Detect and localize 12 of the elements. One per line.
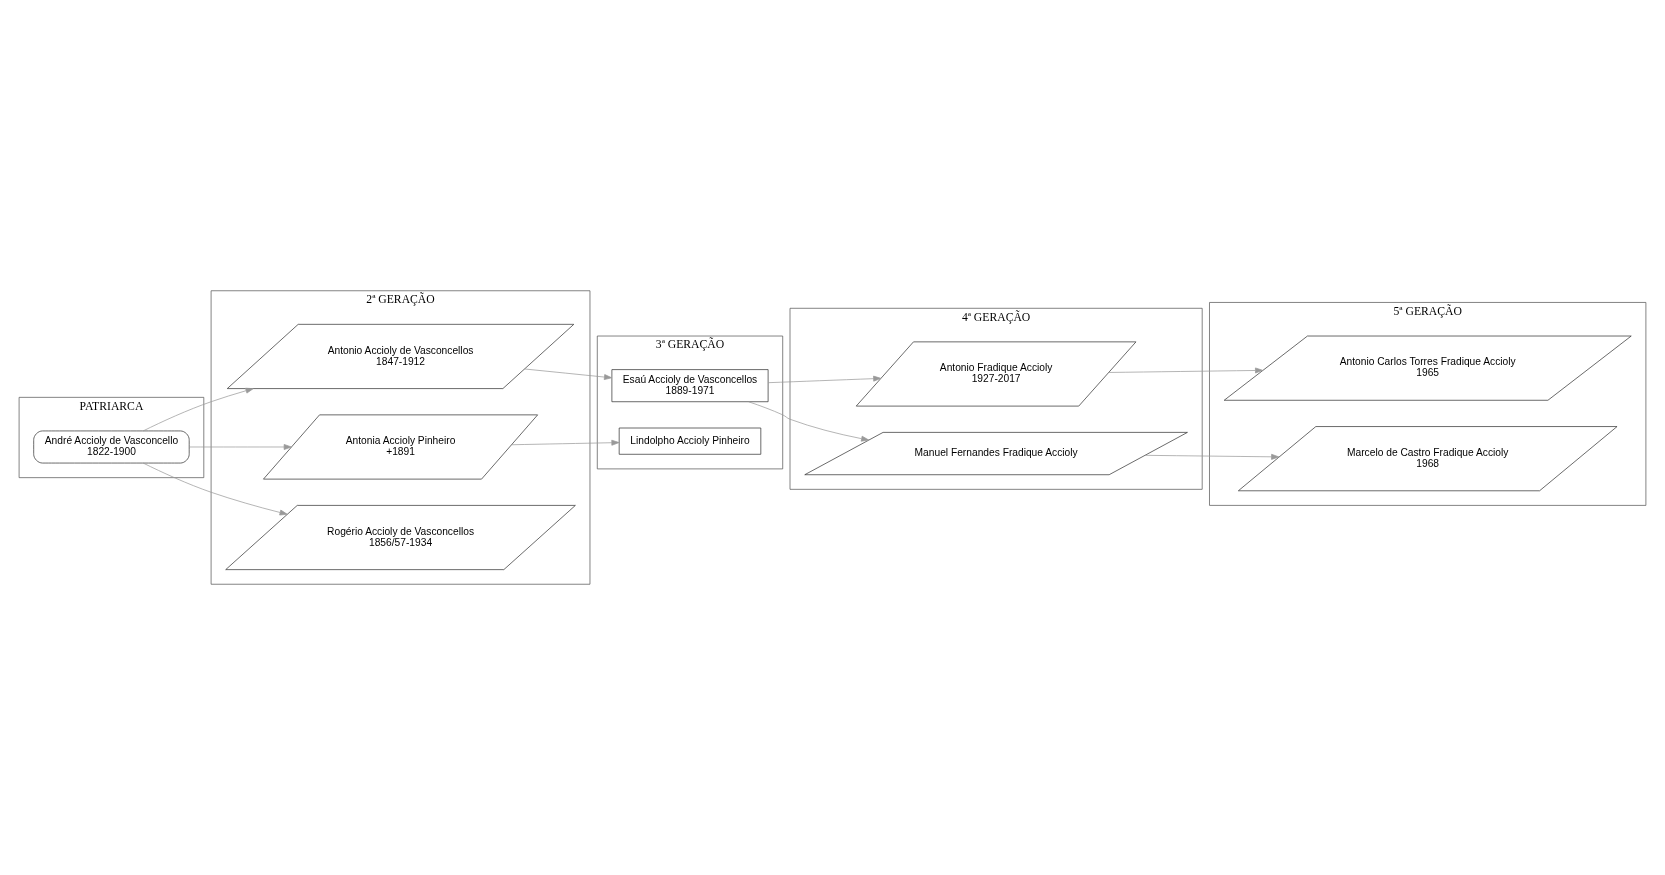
arrow bbox=[1108, 367, 1264, 374]
arrow bbox=[188, 444, 292, 450]
arrow bbox=[748, 401, 870, 442]
node-box: André Accioly de Vasconcello 1822-1900 bbox=[33, 430, 190, 464]
arrow bbox=[524, 368, 613, 380]
node-box: Esaú Accioly de Vasconcellos 1889-1971 bbox=[611, 369, 769, 403]
arrow bbox=[767, 375, 882, 384]
arrow bbox=[511, 439, 620, 446]
arrow bbox=[142, 387, 254, 432]
arrow bbox=[142, 462, 288, 516]
node-box: Lindolpho Accioly Pinheiro bbox=[618, 427, 762, 455]
arrow bbox=[1144, 453, 1280, 460]
